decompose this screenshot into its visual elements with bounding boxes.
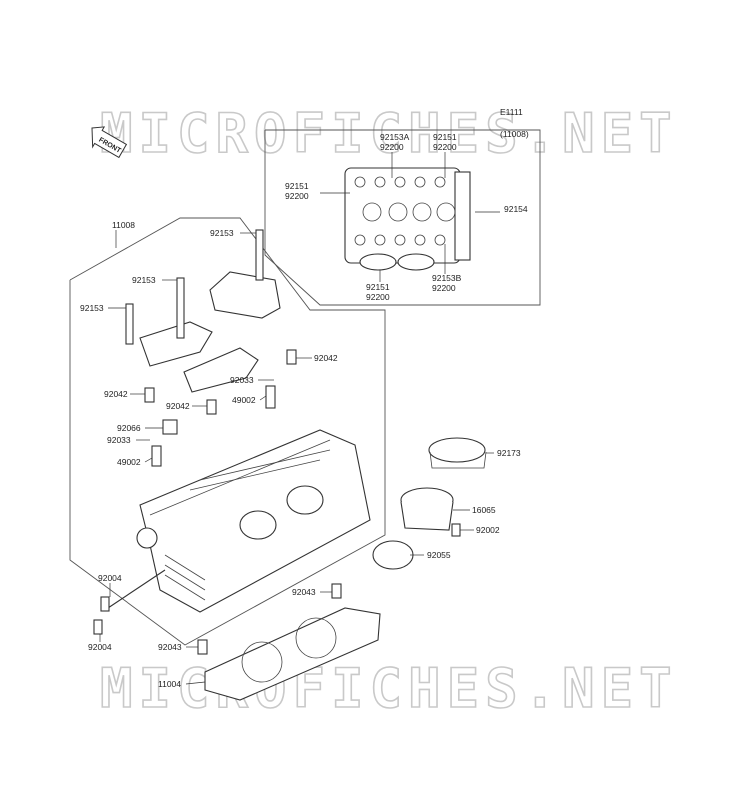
label-92043-a: 92043 [292, 587, 316, 597]
label-16065: 16065 [472, 505, 496, 515]
label-92154: 92154 [504, 204, 528, 214]
label-49002-b: 49002 [117, 457, 141, 467]
cylinder-head-top-view [344, 167, 471, 271]
label-92200-b: 92200 [433, 142, 457, 152]
studs-92004 [93, 569, 166, 635]
head-gasket [204, 607, 381, 701]
label-92043-b: 92043 [158, 642, 182, 652]
label-92153-a: 92153 [210, 228, 234, 238]
label-92066: 92066 [117, 423, 141, 433]
camshaft-holders [139, 271, 281, 393]
watermark-top: MICROFICHES.NET [100, 102, 678, 165]
label-92151-b: 92151 [285, 181, 309, 191]
bolts-92153 [125, 229, 264, 345]
cylinder-head-body [136, 429, 371, 613]
ref-code: E1111 [500, 107, 523, 117]
watermark-bottom: MICROFICHES.NET [100, 657, 678, 720]
dowel-pins [144, 349, 342, 655]
label-11004: 11004 [158, 679, 181, 689]
label-92004-b: 92004 [88, 642, 112, 652]
label-92200-e: 92200 [366, 292, 390, 302]
label-92151-a: 92151 [433, 132, 457, 142]
inset-leaders [320, 152, 500, 282]
label-92173: 92173 [497, 448, 521, 458]
label-92153-b: 92153 [132, 275, 156, 285]
label-92151-c: 92151 [366, 282, 390, 292]
leader-lines [99, 230, 494, 685]
label-92200-a: 92200 [380, 142, 404, 152]
inset-frame [264, 129, 541, 306]
label-92042-c: 92042 [166, 401, 190, 411]
label-11008: 11008 [112, 220, 135, 230]
throttle-body-holder [372, 437, 487, 570]
label-92004-a: 92004 [98, 573, 122, 583]
label-92042-a: 92042 [314, 353, 338, 363]
label-92200-d: 92200 [432, 283, 456, 293]
label-92002: 92002 [476, 525, 500, 535]
label-92200-c: 92200 [285, 191, 309, 201]
label-92033-b: 92033 [107, 435, 131, 445]
label-49002-a: 49002 [232, 395, 256, 405]
valve-lifters [151, 385, 276, 467]
assembly-frame [69, 217, 386, 646]
label-92153a: 92153A [380, 132, 410, 142]
label-92042-b: 92042 [104, 389, 128, 399]
label-92033-a: 92033 [230, 375, 254, 385]
label-92153-c: 92153 [80, 303, 104, 313]
label-92153b: 92153B [432, 273, 462, 283]
label-92055: 92055 [427, 550, 451, 560]
ref-group: (11008) [500, 129, 529, 139]
